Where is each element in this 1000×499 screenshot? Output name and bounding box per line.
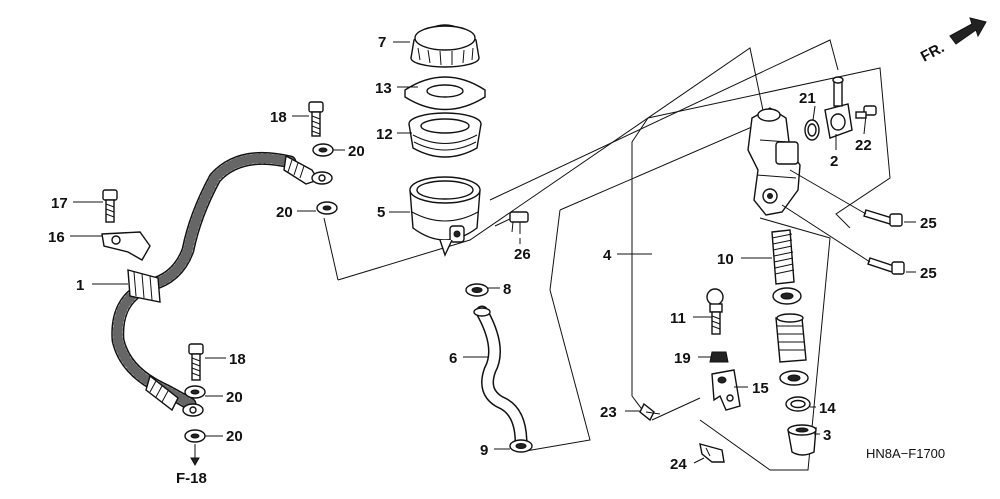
diagram-code: HN8A−F1700 xyxy=(866,446,945,461)
secondary-cup xyxy=(779,370,809,386)
callout-22: 22 xyxy=(855,137,872,154)
assembly-boundary-lines xyxy=(323,39,891,471)
bolt-26 xyxy=(494,211,529,234)
callout-7: 7 xyxy=(378,34,386,51)
direction-label: FR. xyxy=(918,39,947,65)
callout-23: 23 xyxy=(600,404,617,421)
callout-6: 6 xyxy=(449,350,457,367)
callout-16: 16 xyxy=(48,229,65,246)
piston xyxy=(775,313,807,363)
push-rod-11 xyxy=(706,288,724,335)
circlip-14 xyxy=(785,396,811,412)
reservoir-hose xyxy=(473,305,528,447)
piston-cup xyxy=(772,287,802,305)
diaphragm-plate xyxy=(404,76,486,111)
callout-24: 24 xyxy=(670,456,687,473)
callout-8: 8 xyxy=(503,281,511,298)
callout-19: 19 xyxy=(674,350,691,367)
reservoir-cap xyxy=(410,24,480,68)
callout-21: 21 xyxy=(799,90,816,107)
callout-labels: 7 13 12 5 1 16 17 18 20 20 18 20 20 8 6 … xyxy=(48,34,937,473)
lock-nut-19 xyxy=(709,351,729,363)
hose-clamp-16 xyxy=(101,231,151,261)
callout-1: 1 xyxy=(76,277,84,294)
callout-20b: 20 xyxy=(276,204,293,221)
hose-joint-2 xyxy=(824,76,853,139)
callout-20d: 20 xyxy=(226,428,243,445)
hose-clip-lower xyxy=(509,439,533,453)
piston-spring-10 xyxy=(771,229,795,285)
reservoir-tank xyxy=(409,176,481,257)
page-reference-label: F-18 xyxy=(176,470,207,487)
brake-hose xyxy=(111,151,320,412)
callout-10: 10 xyxy=(717,251,734,268)
callout-12: 12 xyxy=(376,126,393,143)
callout-3: 3 xyxy=(823,427,831,444)
front-direction-arrow: FR. xyxy=(918,17,987,66)
callout-15: 15 xyxy=(752,380,769,397)
lower-banjo-assembly xyxy=(182,343,206,467)
callout-leaders xyxy=(70,41,916,464)
clamp-bolt-17 xyxy=(102,189,118,223)
bolt-25-upper xyxy=(863,209,903,227)
callout-18b: 18 xyxy=(229,351,246,368)
bolt-25-lower xyxy=(867,257,905,275)
joint-pin-23 xyxy=(639,402,661,422)
master-cylinder-body xyxy=(747,107,801,216)
cotter-clip-24 xyxy=(699,443,725,463)
callout-18a: 18 xyxy=(270,109,287,126)
boot-3 xyxy=(787,424,817,456)
callout-20c: 20 xyxy=(226,389,243,406)
callout-13: 13 xyxy=(375,80,392,97)
push-rod-joint-15 xyxy=(711,369,741,411)
callout-11: 11 xyxy=(670,310,686,327)
callout-20a: 20 xyxy=(348,143,365,160)
callout-5: 5 xyxy=(377,204,385,221)
callout-4: 4 xyxy=(603,247,612,264)
callout-14: 14 xyxy=(819,400,836,417)
upper-banjo-assembly xyxy=(308,101,338,215)
callout-17: 17 xyxy=(51,195,68,212)
callout-26: 26 xyxy=(514,246,531,263)
callout-25b: 25 xyxy=(920,265,937,282)
callout-9: 9 xyxy=(480,442,488,459)
diaphragm xyxy=(408,112,482,158)
callout-2: 2 xyxy=(830,153,838,170)
o-ring-21 xyxy=(804,119,820,141)
hose-clip-upper xyxy=(465,283,489,297)
callout-25a: 25 xyxy=(920,215,937,232)
